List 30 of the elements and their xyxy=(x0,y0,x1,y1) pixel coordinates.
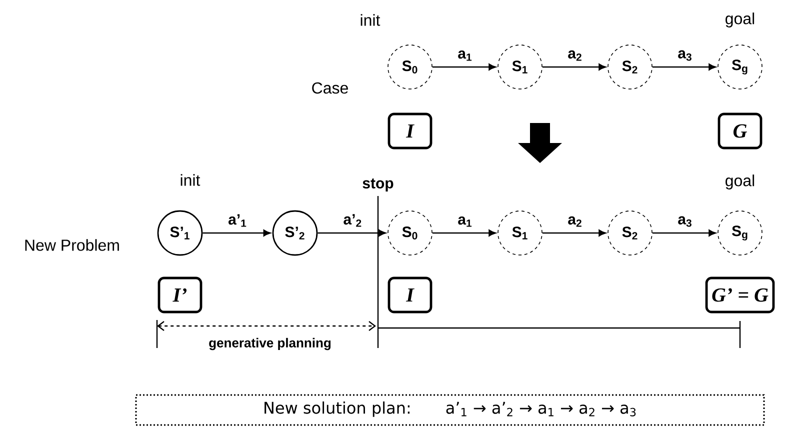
text-label: goal xyxy=(726,174,754,190)
plan-box: New solution plan: a’$_{1}$ → a’$_{2}$ → a$_{1}$ → a$_{2}$ → a$_{3}$ xyxy=(135,394,765,426)
edge-label: a$_{1}$ xyxy=(458,216,472,227)
arrow xyxy=(652,64,716,70)
arrow xyxy=(432,64,496,70)
edge-label: a$_{3}$ xyxy=(678,50,692,61)
arrow xyxy=(542,230,606,236)
text-label: init xyxy=(360,14,380,26)
text-label: New Problem xyxy=(25,239,119,251)
symbol-box: I xyxy=(388,112,432,150)
text-label: init xyxy=(180,174,200,186)
arrow xyxy=(318,230,386,236)
symbol-box: G’ = G xyxy=(705,276,775,314)
arrow xyxy=(652,230,716,236)
text-label: Case xyxy=(312,82,348,94)
text-label: goal xyxy=(726,12,754,28)
edge-label: a$_{1}$ xyxy=(458,50,472,61)
arrow xyxy=(432,230,496,236)
text-label: generative planning xyxy=(209,338,331,350)
edge-label: a$_{2}$ xyxy=(568,50,582,61)
edge-label: a’$_{1}$ xyxy=(228,214,246,227)
symbol-box: I’ xyxy=(158,276,202,314)
symbol-box: I xyxy=(388,276,432,314)
edge-label: a$_{3}$ xyxy=(678,216,692,227)
text-label: stop xyxy=(362,178,394,192)
arrow xyxy=(202,230,271,236)
edge-label: a’$_{2}$ xyxy=(344,214,362,227)
edge-label: a$_{2}$ xyxy=(568,216,582,227)
symbol-box: G xyxy=(718,112,762,150)
arrow xyxy=(542,64,606,70)
